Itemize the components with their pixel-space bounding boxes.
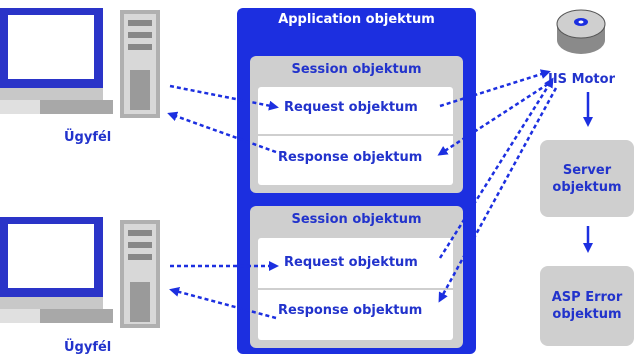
client-label: Ügyfél bbox=[64, 130, 112, 145]
session-title: Session objektum bbox=[291, 62, 422, 77]
session-inner-panel: Request objektum Response objektum bbox=[258, 87, 453, 185]
server-object-label: Server objektum bbox=[552, 162, 622, 195]
iis-engine-label: IIS Motor bbox=[548, 72, 615, 87]
session-title: Session objektum bbox=[291, 212, 422, 227]
computer-icon bbox=[0, 8, 160, 118]
asp-error-object-box: ASP Error objektum bbox=[540, 266, 634, 346]
session-inner-panel: Request objektum Response objektum bbox=[258, 238, 453, 340]
disk-icon bbox=[556, 9, 606, 54]
asp-error-object-label: ASP Error objektum bbox=[551, 290, 623, 322]
application-title: Application objektum bbox=[278, 12, 435, 27]
response-object-label: Response objektum bbox=[278, 150, 423, 165]
request-object-label: Request objektum bbox=[284, 100, 418, 115]
divider bbox=[258, 288, 453, 290]
client-label: Ügyfél bbox=[64, 340, 112, 355]
divider bbox=[258, 134, 453, 136]
server-object-box: Server objektum bbox=[540, 140, 634, 217]
request-object-label: Request objektum bbox=[284, 255, 418, 270]
response-object-label: Response objektum bbox=[278, 303, 423, 318]
computer-icon bbox=[0, 217, 160, 328]
